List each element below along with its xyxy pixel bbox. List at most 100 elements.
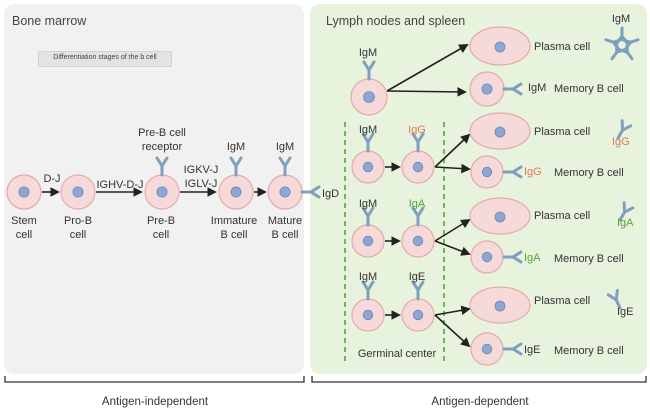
ige-memory-label: IgE: [524, 344, 541, 356]
mature-b-cell: [267, 174, 303, 210]
pre-b-receptor-icon-arm-r: [160, 156, 169, 168]
iga-memory-label: IgA: [524, 252, 541, 264]
memory-icon-igg-arm-r: [511, 170, 523, 179]
igm-top-icon: [362, 60, 376, 81]
switched-icon-iga-arm-r: [416, 206, 425, 218]
pre-b-receptor-label: Pre-B cell receptor: [138, 127, 186, 153]
plasma-cell-ige-nucleus: [494, 300, 506, 312]
igm-immature-label: IgM: [226, 141, 246, 153]
bracket-antigen-dependent: [311, 376, 647, 383]
plasma-cell-iga-nucleus: [494, 211, 506, 223]
plasma-cell-ige: [469, 286, 531, 324]
ige-plasma-icon: [606, 288, 622, 310]
memory-b-cell-label-4: Memory B cell: [554, 345, 624, 357]
igm-memory-icon: [502, 82, 523, 96]
row-igm-cell-iga: [351, 224, 385, 258]
pent-arm-r-4: [611, 40, 621, 51]
igg-label: IgG: [408, 124, 426, 136]
row-igm-icon-ige: [361, 280, 375, 301]
ige-label: IgE: [408, 271, 426, 283]
memory-b-cell-label-3: Memory B cell: [554, 253, 624, 265]
igm-pentamer-icon: [604, 26, 640, 61]
iga-plasma-icon-stem: [618, 210, 626, 222]
arrow-to-plasma-ige: [434, 305, 471, 316]
pent-arm-r-1: [620, 38, 633, 44]
memory-b-cell-1: [469, 71, 505, 107]
row-igm-cell-igg-nucleus: [362, 161, 374, 173]
igg-plasma-label: IgG: [612, 136, 630, 148]
memory-b-cell-label-1: Memory B cell: [554, 83, 624, 95]
caption-text: Differentiation stages of the b cell: [53, 54, 157, 61]
memory-cell-igg-nucleus: [481, 166, 493, 178]
naive-b-cell-top: [350, 78, 388, 116]
switched-cell-iga: [401, 224, 435, 258]
igm-mature-icon: [278, 156, 292, 177]
memory-cell-iga-nucleus: [481, 251, 493, 263]
memory-b-cell-1-nucleus: [481, 83, 493, 95]
plasma-cell-label-3: Plasma cell: [534, 210, 591, 222]
row-igm-label-1: IgM: [358, 124, 378, 136]
plasma-cell-igg: [469, 112, 531, 150]
mature-b-cell-nucleus: [279, 186, 291, 198]
row-igm-icon-iga-arm-r: [366, 206, 375, 218]
row-igm-cell-iga-nucleus: [362, 235, 374, 247]
memory-cell-iga: [470, 240, 504, 274]
switched-cell-igg-nucleus: [412, 161, 424, 173]
caption-box: Differentiation stages of the b cell: [38, 51, 172, 67]
plasma-cell-1-nucleus: [494, 41, 506, 53]
igg-plasma-icon-stem: [616, 128, 624, 140]
ige-plasma-label: IgE: [617, 306, 634, 318]
igm-immature-icon: [229, 156, 243, 177]
igm-mature-label: IgM: [275, 141, 295, 153]
switched-cell-iga-nucleus: [412, 235, 424, 247]
igm-mature-icon-arm-r: [283, 156, 292, 168]
ige-plasma-icon-arm-r: [614, 288, 619, 302]
pro-b-cell: [60, 174, 96, 210]
plasma-cell-1: [469, 26, 531, 66]
germinal-center-label: Germinal center: [357, 348, 437, 360]
arrow-to-plasma-igg: [434, 133, 471, 168]
plasma-cell-iga: [469, 197, 531, 235]
antigen-independent-label: Antigen-independent: [101, 396, 209, 408]
plasma-cell-label-2: Plasma cell: [534, 126, 591, 138]
arrow-top-memory: [386, 87, 467, 97]
stem-cell: [6, 174, 42, 210]
bone-marrow-title: Bone marrow: [12, 14, 87, 28]
row-igm-cell-igg: [351, 150, 385, 184]
switched-icon-iga: [411, 206, 425, 227]
igm-top-icon-arm-r: [367, 60, 376, 72]
naive-b-cell-top-nucleus: [363, 91, 375, 103]
igg-plasma-icon: [616, 119, 633, 140]
iga-plasma-label: IgA: [617, 217, 634, 229]
pent-arm-r-2: [625, 42, 629, 54]
row-igm-label-3: IgM: [358, 271, 378, 283]
switched-icon-ige-arm-r: [416, 280, 425, 292]
switched-icon-ige: [411, 280, 425, 301]
memory-cell-ige: [470, 332, 504, 366]
memory-icon-iga: [502, 250, 523, 264]
mature-b-cell-label: Mature B cell: [267, 215, 303, 241]
immature-b-cell-label: Immature B cell: [210, 215, 258, 241]
iga-plasma-icon: [618, 201, 635, 222]
step-ighv-label: IGHV-D-J: [96, 179, 144, 191]
step-dj-label: D-J: [43, 173, 61, 185]
switched-icon-igg: [411, 132, 425, 153]
row-igm-icon-igg-arm-r: [366, 132, 375, 144]
step-igkv-label: IGKV-J IGLV-J: [183, 164, 219, 190]
pentamer-arm-4: [604, 38, 624, 51]
immature-b-cell: [218, 174, 254, 210]
antigen-dependent-label: Antigen-dependent: [431, 396, 529, 408]
igm-memory-label: IgM: [528, 82, 547, 94]
memory-b-cell-label-2: Memory B cell: [554, 167, 624, 179]
arrow-to-memory-iga: [434, 240, 471, 256]
row-igm-label-2: IgM: [358, 198, 378, 210]
row-igm-icon-iga: [361, 206, 375, 227]
row-igm-cell-ige-nucleus: [362, 309, 374, 321]
pro-b-cell-nucleus: [72, 186, 84, 198]
memory-cell-ige-nucleus: [481, 343, 493, 355]
memory-icon-ige: [502, 342, 523, 356]
row-igm-icon-igg: [361, 132, 375, 153]
switched-icon-igg-arm-r: [416, 132, 425, 144]
immature-b-cell-nucleus: [230, 186, 242, 198]
pro-b-cell-label: Pro-B cell: [63, 215, 93, 241]
